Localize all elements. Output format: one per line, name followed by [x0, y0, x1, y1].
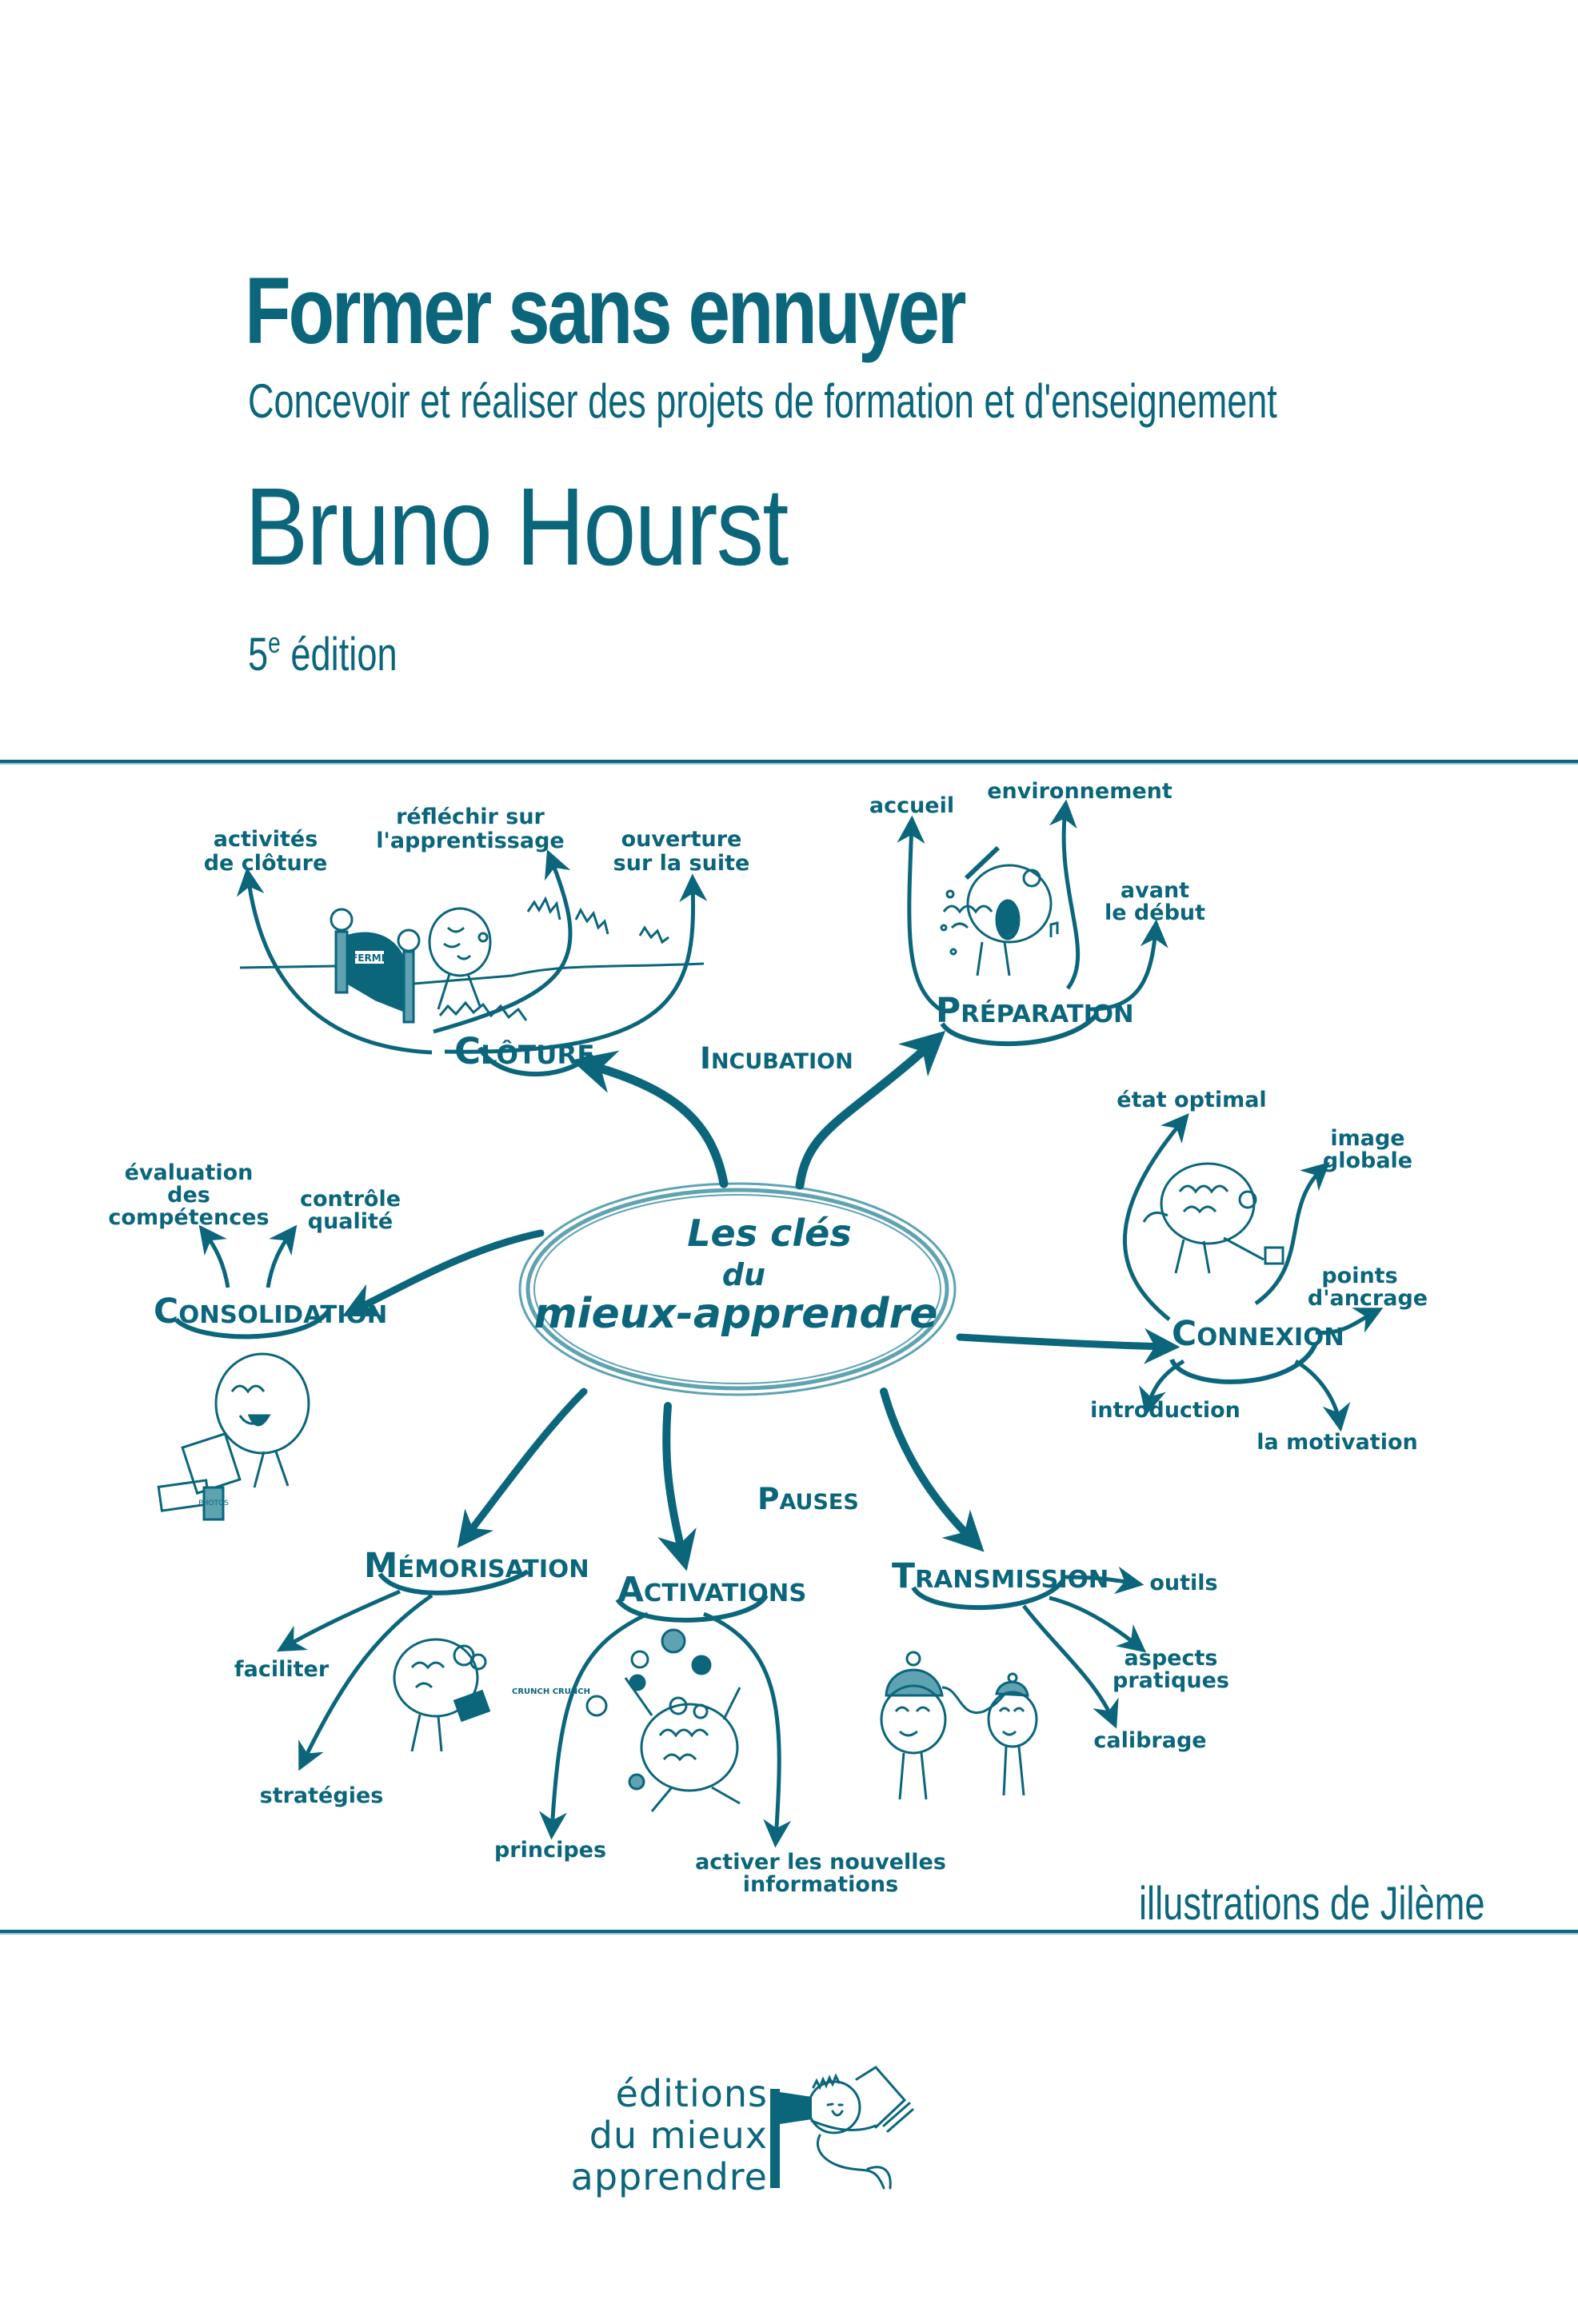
arrow-to-consolidation	[342, 1229, 545, 1317]
branch-label-memorisation: MÉMORISATION	[364, 1547, 589, 1586]
leaf-avant: avant	[1121, 878, 1189, 903]
leaf-strategies: stratégies	[260, 1783, 384, 1808]
leaf-reflechir: réfléchir sur	[396, 805, 545, 829]
leaf-qualite: qualité	[308, 1209, 394, 1234]
leaf-etat-optimal: état optimal	[1117, 1088, 1266, 1112]
edition-suffix: e	[268, 626, 281, 659]
leaf-la-motivation: la motivation	[1256, 1430, 1417, 1455]
interstitial-pauses: PAUSES	[757, 1481, 859, 1516]
book-eating-brain-illustration: CRUNCH CRUNCH	[393, 1638, 590, 1752]
book-title: Former sans ennuyer	[245, 258, 966, 364]
leaf-pratiques: pratiques	[1113, 1668, 1229, 1693]
leaf-outils: outils	[1149, 1571, 1217, 1595]
leaf-image: image	[1330, 1126, 1404, 1151]
edition-text: édition	[280, 629, 397, 681]
branch-memorisation: MÉMORISATION faciliter stratégies CRUNCH…	[234, 1547, 590, 1808]
edition-label: 5e édition	[248, 629, 397, 681]
showering-brain-illustration	[940, 845, 1059, 976]
edition-number: 5	[248, 629, 269, 681]
leaf-ancrage: d'ancrage	[1308, 1286, 1428, 1311]
publisher-line-1: éditions	[615, 2072, 768, 2115]
branch-label-cloture: CLÔTURE	[454, 1030, 595, 1072]
leaf-evaluation: évaluation	[125, 1160, 254, 1185]
leaf-aspects: aspects	[1125, 1646, 1218, 1671]
mind-map: Les clés du mieux-apprendre CLÔTURE acti…	[108, 779, 1428, 1897]
leaf-introduction: introduction	[1090, 1398, 1240, 1423]
main-arrows	[342, 1030, 1181, 1571]
central-title-line1: Les clés	[687, 1212, 852, 1255]
photos-label: PHOTOS	[198, 1499, 229, 1507]
leaf-ouverture: ouverture	[621, 827, 742, 852]
arrow-to-transmission	[880, 1388, 985, 1552]
branch-label-transmission: TRANSMISSION	[892, 1557, 1109, 1596]
gate-sign: FERMÉ	[351, 952, 388, 964]
leaf-informations: informations	[743, 1872, 898, 1897]
branch-cloture: CLÔTURE activités de clôture réfléchir s…	[204, 805, 750, 1076]
crunch-sound: CRUNCH CRUNCH	[512, 1687, 590, 1696]
central-title-line2: du	[722, 1257, 765, 1292]
branch-consolidation: CONSOLIDATION évaluation des compétences…	[108, 1160, 401, 1521]
branch-preparation: PRÉPARATION accueil environnement avant …	[869, 779, 1205, 1047]
central-node: Les clés du mieux-apprendre	[518, 1182, 957, 1396]
leaf-sur-la-suite: sur la suite	[613, 851, 750, 876]
branch-label-activations: ACTIVATIONS	[617, 1571, 806, 1610]
leaf-activer: activer les nouvelles	[695, 1850, 946, 1875]
author-name: Bruno Hourst	[245, 465, 789, 589]
leaf-de-cloture: de clôture	[204, 851, 328, 876]
branch-activations: ACTIVATIONS principes activer les nouvel…	[494, 1571, 946, 1897]
arrow-to-connexion	[956, 1328, 1181, 1364]
leaf-principes: principes	[494, 1838, 606, 1863]
photos-brain-illustration: PHOTOS	[157, 1352, 310, 1521]
leaf-points: points	[1321, 1264, 1397, 1288]
leaf-faciliter: faciliter	[234, 1657, 330, 1682]
leaf-calibrage: calibrage	[1093, 1728, 1206, 1753]
leaf-accueil: accueil	[869, 793, 954, 818]
top-divider	[0, 760, 1578, 765]
juggling-brain-illustration	[585, 1628, 741, 1812]
central-title-line3: mieux-apprendre	[533, 1290, 937, 1338]
publisher-logo: éditions du mieux apprendre	[560, 2031, 1008, 2207]
leaf-le-debut: le début	[1105, 900, 1205, 925]
branch-connexion: CONNEXION état optimal image globale poi…	[1090, 1088, 1428, 1455]
leaf-globale: globale	[1323, 1148, 1412, 1173]
interstitial-incubation: INCUBATION	[700, 1040, 853, 1076]
arrow-to-memorisation	[457, 1388, 588, 1548]
leaf-activites: activités	[214, 827, 318, 852]
arrow-to-cloture	[571, 1050, 729, 1188]
leaf-competences: compétences	[108, 1205, 269, 1230]
branch-transmission: TRANSMISSION outils aspects pratiques ca…	[880, 1557, 1229, 1800]
leaf-environnement: environnement	[987, 779, 1173, 804]
leaf-controle: contrôle	[300, 1187, 401, 1212]
arrow-to-activations	[657, 1402, 697, 1571]
branch-label-consolidation: CONSOLIDATION	[154, 1292, 387, 1332]
publisher-line-3: apprendre	[570, 2155, 768, 2198]
gate-illustration: FERMÉ	[239, 896, 705, 1024]
publisher-line-2: du mieux	[589, 2114, 768, 2157]
branch-label-preparation: PRÉPARATION	[936, 992, 1134, 1031]
connected-brains-illustration	[880, 1651, 1038, 1800]
illustrator-credit: illustrations de Jilème	[1139, 1878, 1485, 1930]
bottom-divider	[0, 1930, 1578, 1935]
reading-child-icon	[770, 2066, 914, 2190]
leaf-apprentissage: l'apprentissage	[376, 829, 564, 853]
branch-label-connexion: CONNEXION	[1172, 1315, 1344, 1354]
book-subtitle: Concevoir et réaliser des projets de for…	[248, 374, 1277, 428]
arrow-to-preparation	[795, 1030, 946, 1190]
plugging-brain-illustration	[1142, 1162, 1284, 1274]
publisher-name: éditions du mieux apprendre	[571, 2073, 768, 2198]
leaf-des: des	[167, 1183, 210, 1208]
